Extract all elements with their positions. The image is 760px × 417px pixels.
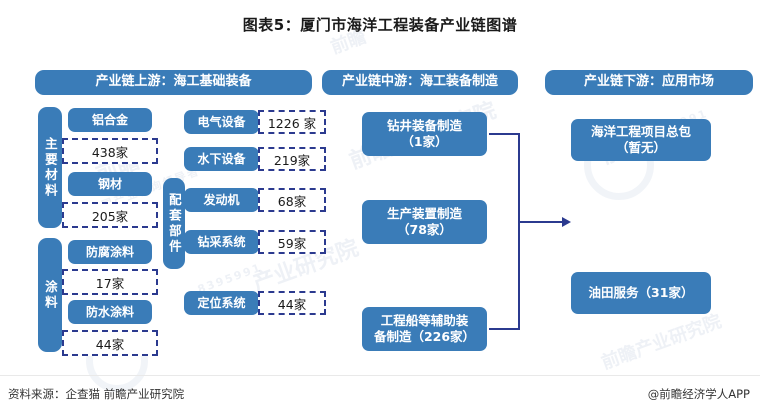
- downstream-oilfield-service: 油田服务（31家）: [571, 272, 711, 314]
- connector-top-stub: [489, 133, 520, 135]
- material-count-anticorrosive-coating: 17家: [62, 269, 158, 295]
- component-count-drilling-system: 59家: [258, 230, 326, 254]
- connector-arrow-head: [562, 217, 571, 227]
- group-supporting-parts: 配套部件: [163, 178, 185, 269]
- component-label-electrical-equipment: 电气设备: [184, 110, 259, 134]
- source-note: 资料来源：企查猫 前瞻产业研究院: [8, 387, 185, 401]
- component-count-engine: 68家: [258, 188, 326, 212]
- material-label-aluminum: 铝合金: [68, 108, 152, 132]
- header-downstream: 产业链下游：应用市场: [545, 70, 753, 95]
- midstream-production-facility-manufacturing: 生产装置制造 （78家）: [362, 200, 487, 244]
- material-label-waterproof-coating: 防水涂料: [68, 300, 152, 324]
- group-coatings: 涂料: [38, 238, 62, 352]
- midstream-auxiliary-vessel-manufacturing: 工程船等辅助装 备制造（226家）: [362, 307, 487, 351]
- connector-arrow-shaft: [518, 221, 564, 223]
- connector-spine: [518, 133, 520, 330]
- component-count-electrical-equipment: 1226 家: [258, 110, 326, 134]
- credit-note: @前瞻经济学人APP: [647, 387, 750, 401]
- footer-divider: [0, 375, 760, 376]
- midstream-drilling-equipment-manufacturing: 钻井装备制造 （1家）: [362, 112, 487, 156]
- watermark-text: 前瞻产业研究院: [598, 310, 725, 374]
- component-label-positioning-system: 定位系统: [184, 291, 259, 315]
- connector-bottom-stub: [489, 328, 520, 330]
- group-main-materials: 主要材料: [38, 107, 62, 228]
- component-label-underwater-equipment: 水下设备: [184, 147, 259, 171]
- material-count-waterproof-coating: 44家: [62, 330, 158, 356]
- downstream-marine-project-general-contracting: 海洋工程项目总包 （暂无）: [571, 119, 711, 161]
- component-label-engine: 发动机: [184, 188, 259, 212]
- header-midstream: 产业链中游：海工装备制造: [322, 70, 518, 95]
- material-count-steel: 205家: [62, 202, 158, 228]
- header-upstream: 产业链上游：海工基础装备: [35, 70, 312, 95]
- component-count-positioning-system: 44家: [258, 291, 326, 315]
- material-label-steel: 钢材: [68, 172, 152, 196]
- page-title: 图表5：厦门市海洋工程装备产业链图谱: [242, 16, 518, 34]
- material-count-aluminum: 438家: [62, 138, 158, 164]
- material-label-anticorrosive-coating: 防腐涂料: [68, 240, 152, 264]
- component-count-underwater-equipment: 219家: [258, 147, 326, 171]
- component-label-drilling-system: 钻采系统: [184, 230, 259, 254]
